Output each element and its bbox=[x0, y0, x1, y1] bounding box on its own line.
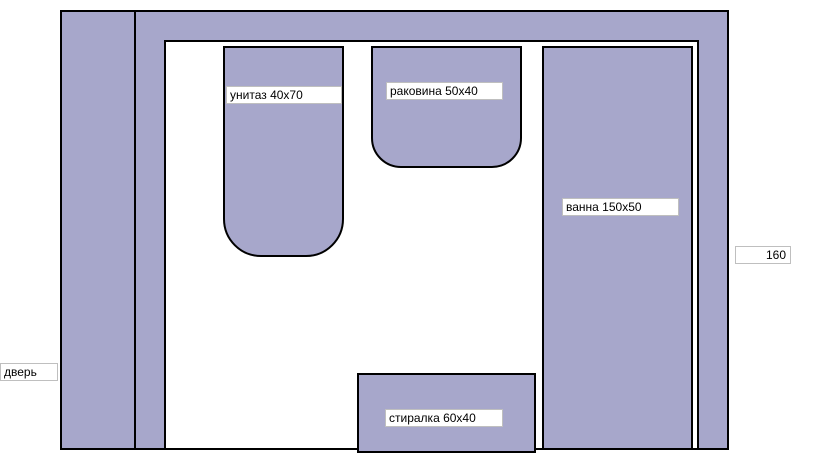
sink-fixture[interactable] bbox=[371, 46, 522, 168]
door-wall bbox=[60, 10, 138, 450]
toilet-label: унитаз 40x70 bbox=[226, 86, 342, 104]
bathtub-fixture[interactable] bbox=[542, 46, 693, 450]
door-label: дверь bbox=[0, 363, 58, 381]
washer-label: стиралка 60x40 bbox=[385, 409, 503, 427]
toilet-fixture[interactable] bbox=[223, 46, 344, 257]
dimension-label: 160 bbox=[735, 246, 791, 264]
bathtub-label: ванна 150x50 bbox=[562, 198, 679, 216]
sink-label: раковина 50x40 bbox=[386, 82, 503, 100]
